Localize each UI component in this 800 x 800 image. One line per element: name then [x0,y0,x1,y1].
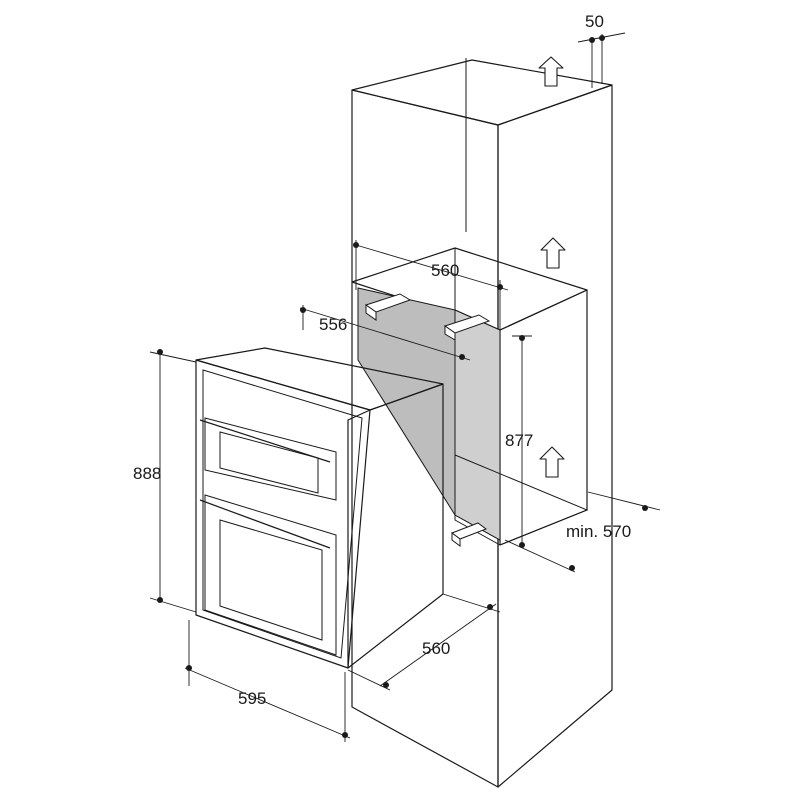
airflow-arrow-up-icon [538,56,564,87]
upper-oven-door [199,417,337,501]
cabinet-depth-label: min. 570 [566,522,631,541]
airflow-arrow-up-icon [540,237,566,269]
niche-width-label: 560 [431,261,459,280]
airflow-arrow-up-icon [539,446,565,478]
built-in-oven [195,347,444,669]
oven-width-label: 595 [238,689,266,708]
oven-height-label: 888 [133,464,161,483]
niche-height-label: 877 [505,431,533,450]
oven-depth-label: 560 [422,639,450,658]
airflow-arrows [538,56,566,478]
lower-oven-door [199,494,337,656]
tall-cabinet [351,58,613,788]
dimension-labels: 50 560 556 877 min. 570 888 560 595 [133,12,631,708]
niche-top-depth-label: 556 [319,315,347,334]
dimension-lines [149,32,661,742]
gap-top-label: 50 [585,12,604,31]
mounting-brackets [364,293,491,547]
cabinet-niche [351,247,589,546]
